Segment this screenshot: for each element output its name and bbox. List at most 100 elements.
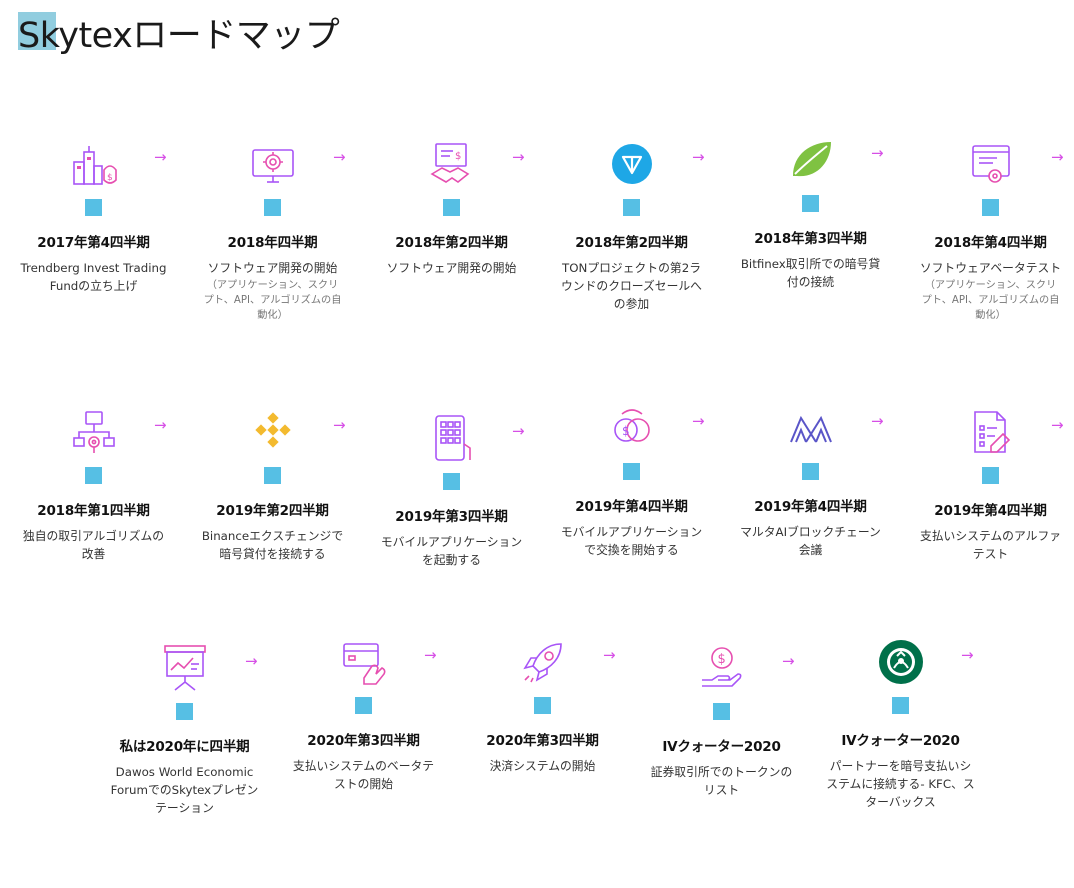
timeline-arrow: → (692, 148, 705, 166)
timeline-marker (264, 199, 281, 216)
milestone-period: 2019年第2四半期 (216, 503, 329, 519)
milestone-description: TONプロジェクトの第2ラウンドのクローズセールへの参加 (561, 261, 702, 311)
milestone: → 2018年第1四半期 独自の取引アルゴリズムの改善 (6, 408, 181, 563)
milestone-period: 2018年第3四半期 (754, 231, 867, 247)
milestone: → IVクォーター2020 パートナーを暗号支払いシステムに接続する- KFC、… (813, 638, 988, 811)
checklist-pen-icon (973, 411, 1010, 453)
milestone-subnote: （アプリケーション、スクリプト、API、アルゴリズムの自動化） (921, 280, 1060, 321)
timeline-arrow: → (154, 416, 167, 434)
rocket-icon (522, 643, 562, 683)
timeline-marker (85, 199, 102, 216)
milestone: → 2020年第3四半期 支払いシステムのベータテストの開始 (276, 638, 451, 793)
timeline-arrow: → (512, 148, 525, 166)
milestone: → 2019年第4四半期 支払いシステムのアルファテスト (903, 408, 1074, 563)
roadmap-row-3: → 私は2020年に四半期 Dawos World Economic Forum… (0, 638, 1074, 888)
milestone-description: ソフトウェア開発の開始 (386, 261, 517, 275)
milestone: → 2018年四半期 ソフトウェア開発の開始 （アプリケーション、スクリプト、A… (185, 140, 360, 323)
timeline-marker (264, 467, 281, 484)
monitor-gear-icon (251, 149, 294, 183)
roadmap-row-2: → 2018年第1四半期 独自の取引アルゴリズムの改善 → 2019年第2四半期… (0, 408, 1074, 658)
milestone: → 2019年第2四半期 Binanceエクスチェンジで暗号貸付を接続する (185, 408, 360, 563)
page-header: Skytexロードマップ (18, 12, 340, 58)
milestone-description: 決済システムの開始 (489, 759, 596, 773)
timeline-arrow: → (333, 148, 346, 166)
milestone-description: モバイルアプリケーションで交換を開始する (560, 525, 703, 557)
milestone-description: パートナーを暗号支払いシステムに接続する- KFC、スターバックス (826, 759, 975, 809)
milestone-period: 2018年第2四半期 (575, 235, 688, 251)
milestone: $ → 2018年第2四半期 ソフトウェア開発の開始 (364, 140, 539, 277)
payment-card-hand-icon (342, 643, 385, 685)
milestone: $ → IVクォーター2020 証券取引所でのトークンのリスト (634, 644, 809, 799)
timeline-arrow: → (1051, 416, 1064, 434)
ton-logo-icon (611, 144, 652, 184)
binance-logo-icon (254, 412, 291, 448)
timeline-marker (982, 467, 999, 484)
timeline-marker (623, 463, 640, 480)
timeline-arrow: → (871, 144, 884, 162)
timeline-marker (443, 473, 460, 490)
timeline-arrow: → (512, 422, 525, 440)
timeline-marker (623, 199, 640, 216)
malta-blockchain-logo-icon (789, 415, 832, 443)
milestone-description: 支払いシステムのアルファテスト (919, 529, 1062, 561)
timeline-marker (892, 697, 909, 714)
timeline-arrow: → (782, 652, 795, 670)
milestone-period: 2019年第3四半期 (395, 509, 508, 525)
milestone-description: 支払いシステムのベータテストの開始 (292, 759, 435, 791)
mobile-app-icon (434, 415, 471, 461)
milestone-period: 私は2020年に四半期 (119, 739, 250, 755)
timeline-marker (85, 467, 102, 484)
milestone-period: 2019年第4四半期 (934, 503, 1047, 519)
timeline-arrow: → (871, 412, 884, 430)
timeline-arrow: → (603, 646, 616, 664)
roadmap-row-1: $ → 2017年第4四半期 Trendberg Invest Trading … (0, 140, 1074, 390)
starbucks-logo-icon (878, 640, 923, 684)
timeline-arrow: → (245, 652, 258, 670)
algorithm-flow-icon (72, 411, 115, 453)
coin-exchange-icon: $ (613, 409, 650, 442)
milestone-description: Trendberg Invest Trading Fundの立ち上げ (20, 261, 167, 293)
page-title: Skytexロードマップ (18, 16, 340, 56)
presentation-board-icon (163, 645, 206, 691)
milestone-description: Binanceエクスチェンジで暗号貸付を接続する (201, 529, 344, 561)
milestone-description: ソフトウェアベータテスト (919, 261, 1062, 275)
milestone: → 2018年第3四半期 Bitfinex取引所での暗号貸付の接続 (723, 136, 898, 291)
timeline-marker (534, 697, 551, 714)
bitfinex-leaf-icon (792, 142, 831, 177)
code-window-gear-icon (971, 145, 1010, 183)
svg-text:$: $ (107, 173, 113, 183)
milestone-period: 2018年第2四半期 (395, 235, 508, 251)
title-accent-square (18, 12, 56, 50)
timeline-arrow: → (692, 412, 705, 430)
milestone-period: IVクォーター2020 (841, 733, 960, 749)
timeline-arrow: → (424, 646, 437, 664)
timeline-marker (713, 703, 730, 720)
milestone-period: 2019年第4四半期 (575, 499, 688, 515)
milestone-description: 証券取引所でのトークンのリスト (650, 765, 793, 797)
milestone-description: ソフトウェア開発の開始 (207, 261, 338, 275)
milestone-period: 2019年第4四半期 (754, 499, 867, 515)
timeline-arrow: → (961, 646, 974, 664)
milestone-subnote: （アプリケーション、スクリプト、API、アルゴリズムの自動化） (203, 280, 342, 321)
milestone: → 2019年第3四半期 モバイルアプリケーションを起動する (364, 414, 539, 569)
timeline-arrow: → (154, 148, 167, 166)
milestone: $ → 2017年第4四半期 Trendberg Invest Trading … (6, 140, 181, 295)
timeline-marker (802, 463, 819, 480)
timeline-marker (355, 697, 372, 714)
timeline-marker (982, 199, 999, 216)
svg-text:$: $ (717, 652, 725, 667)
milestone-description: Bitfinex取引所での暗号貸付の接続 (740, 257, 881, 289)
timeline-marker (802, 195, 819, 212)
milestone-description: Dawos World Economic ForumでのSkytexプレゼンテー… (110, 765, 259, 815)
milestone-period: 2020年第3四半期 (486, 733, 599, 749)
milestone: → 私は2020年に四半期 Dawos World Economic Forum… (97, 644, 272, 817)
milestone: → 2019年第4四半期 マルタAIブロックチェーン会議 (723, 404, 898, 559)
milestone: → 2018年第4四半期 ソフトウェアベータテスト （アプリケーション、スクリプ… (903, 140, 1074, 323)
milestone-period: 2017年第4四半期 (37, 235, 150, 251)
milestone-description: 独自の取引アルゴリズムの改善 (22, 529, 165, 561)
svg-text:$: $ (622, 424, 630, 438)
milestone-period: 2018年第1四半期 (37, 503, 150, 519)
svg-text:$: $ (455, 151, 461, 162)
milestone-period: IVクォーター2020 (662, 739, 781, 755)
coin-hand-icon: $ (701, 647, 741, 687)
